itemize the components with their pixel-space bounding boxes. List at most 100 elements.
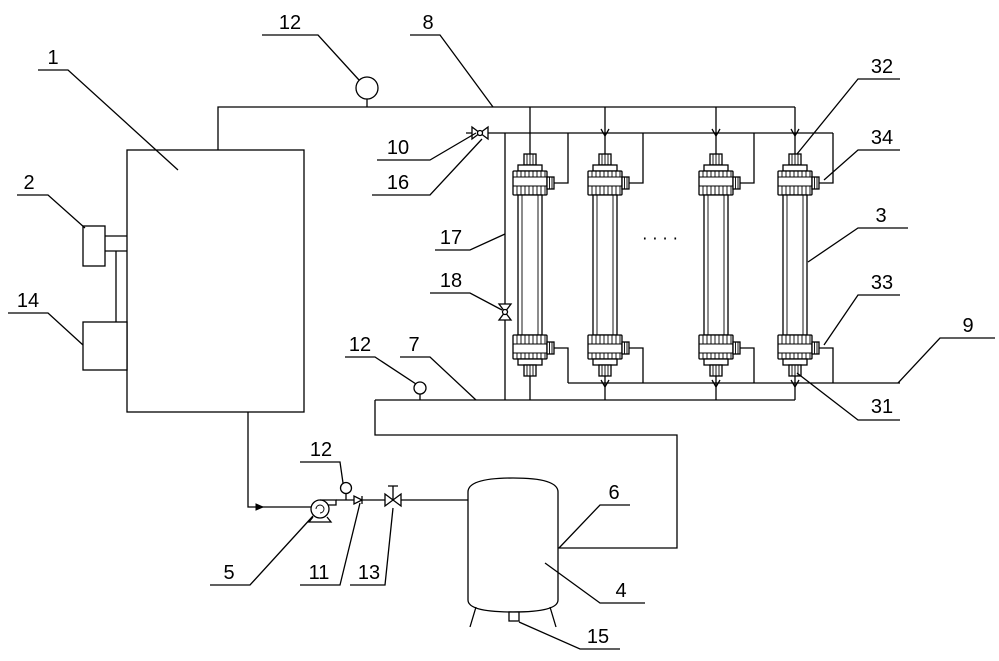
main-tank: [126, 149, 305, 413]
leader-2: [17, 194, 86, 229]
vessel-outlet: [508, 611, 520, 622]
leader-5: [210, 515, 314, 586]
label-2: 2: [23, 172, 34, 194]
callout-12-top: 12: [262, 12, 360, 81]
label-17: 17: [440, 227, 462, 249]
leader-33: [823, 294, 900, 346]
label-31: 31: [871, 396, 893, 418]
leader-31: [796, 372, 900, 421]
callout-32: 32: [796, 56, 900, 155]
pressure-gauge-top: [355, 76, 379, 100]
leader-34: [823, 149, 900, 181]
leader-14: [8, 312, 84, 346]
pump-5: [307, 499, 337, 523]
callout-6: 6: [558, 482, 630, 549]
upper-port-connectors: [554, 133, 834, 184]
leader-1: [38, 69, 179, 171]
unit-2-connectors: [105, 235, 127, 322]
pump-inlet-line: [247, 412, 311, 508]
leader-7: [400, 356, 477, 401]
label-8: 8: [422, 12, 433, 34]
leader-3: [807, 227, 908, 263]
membrane-module-4: [777, 153, 820, 377]
leader-12-low: [300, 461, 344, 484]
callout-31: 31: [796, 372, 900, 421]
membrane-module-1: [512, 153, 555, 377]
leader-4: [544, 562, 645, 604]
leader-6: [558, 504, 630, 549]
callout-17: 17: [435, 227, 506, 251]
label-6: 6: [608, 482, 619, 504]
label-12-mid: 12: [349, 334, 371, 356]
label-32: 32: [871, 56, 893, 78]
valve-18-center: [501, 308, 509, 316]
valve-13: [384, 485, 402, 508]
pump-casing: [310, 499, 330, 519]
leader-12-top: [262, 34, 360, 81]
vessel-legs: [469, 606, 557, 628]
unit-2-box: [82, 225, 106, 267]
label-7: 7: [408, 334, 419, 356]
callout-18: 18: [430, 270, 503, 311]
callout-11: 11: [300, 502, 361, 586]
pump-base: [307, 516, 333, 523]
vessel-4: [467, 477, 559, 613]
callout-12-low: 12: [300, 439, 344, 484]
label-34: 34: [871, 127, 893, 149]
callout-12-mid: 12: [345, 334, 417, 385]
lower-port-connectors: [554, 347, 834, 383]
leader-16: [372, 138, 483, 196]
leader-10: [377, 132, 477, 161]
leader-15: [518, 621, 620, 650]
label-5: 5: [223, 562, 234, 584]
callout-14: 14: [8, 290, 84, 346]
check-valve-11: [353, 494, 364, 506]
callout-8: 8: [410, 12, 494, 108]
module-feed-drops: [529, 107, 796, 154]
callout-15: 15: [518, 621, 620, 650]
label-9: 9: [962, 315, 973, 337]
leader-32: [796, 78, 900, 155]
label-3: 3: [875, 205, 886, 227]
leader-17: [435, 233, 506, 251]
valve-13-handle: [388, 485, 398, 500]
leader-9: [897, 337, 995, 384]
callout-4: 4: [544, 562, 645, 604]
valve-10-center: [476, 129, 484, 137]
pressure-gauge-low: [339, 481, 353, 495]
module-ellipsis: · · · ·: [642, 229, 678, 248]
callout-9: 9: [897, 315, 995, 384]
callout-33: 33: [823, 272, 900, 346]
leader-11: [300, 502, 361, 586]
return-line: [374, 400, 678, 549]
module-outlet-drops: [529, 376, 796, 400]
callout-1: 1: [38, 47, 179, 171]
leader-13: [350, 507, 394, 586]
label-11: 11: [309, 562, 330, 584]
membrane-module-3: [698, 153, 741, 377]
label-1: 1: [47, 47, 58, 69]
membrane-module-2: [587, 153, 630, 377]
pipe-8: [217, 106, 795, 150]
callout-34: 34: [823, 127, 900, 181]
callout-3: 3: [807, 205, 908, 263]
flow-arrow: [255, 503, 265, 511]
unit-14-box: [82, 321, 128, 371]
pump-discharge: [320, 499, 337, 506]
label-12-top: 12: [279, 12, 301, 34]
callout-7: 7: [400, 334, 477, 401]
callout-10: 10: [377, 132, 477, 161]
callout-5: 5: [210, 515, 314, 586]
label-18: 18: [440, 270, 462, 292]
label-15: 15: [587, 626, 609, 648]
crossover-marks-top: [600, 128, 800, 138]
leader-18: [430, 292, 503, 311]
callout-2: 2: [17, 172, 86, 229]
pump-impeller: [315, 504, 325, 514]
label-16: 16: [387, 172, 409, 194]
check-valve-body: [353, 494, 364, 506]
label-10: 10: [387, 137, 409, 159]
callout-13: 13: [350, 507, 394, 586]
label-14: 14: [17, 290, 39, 312]
